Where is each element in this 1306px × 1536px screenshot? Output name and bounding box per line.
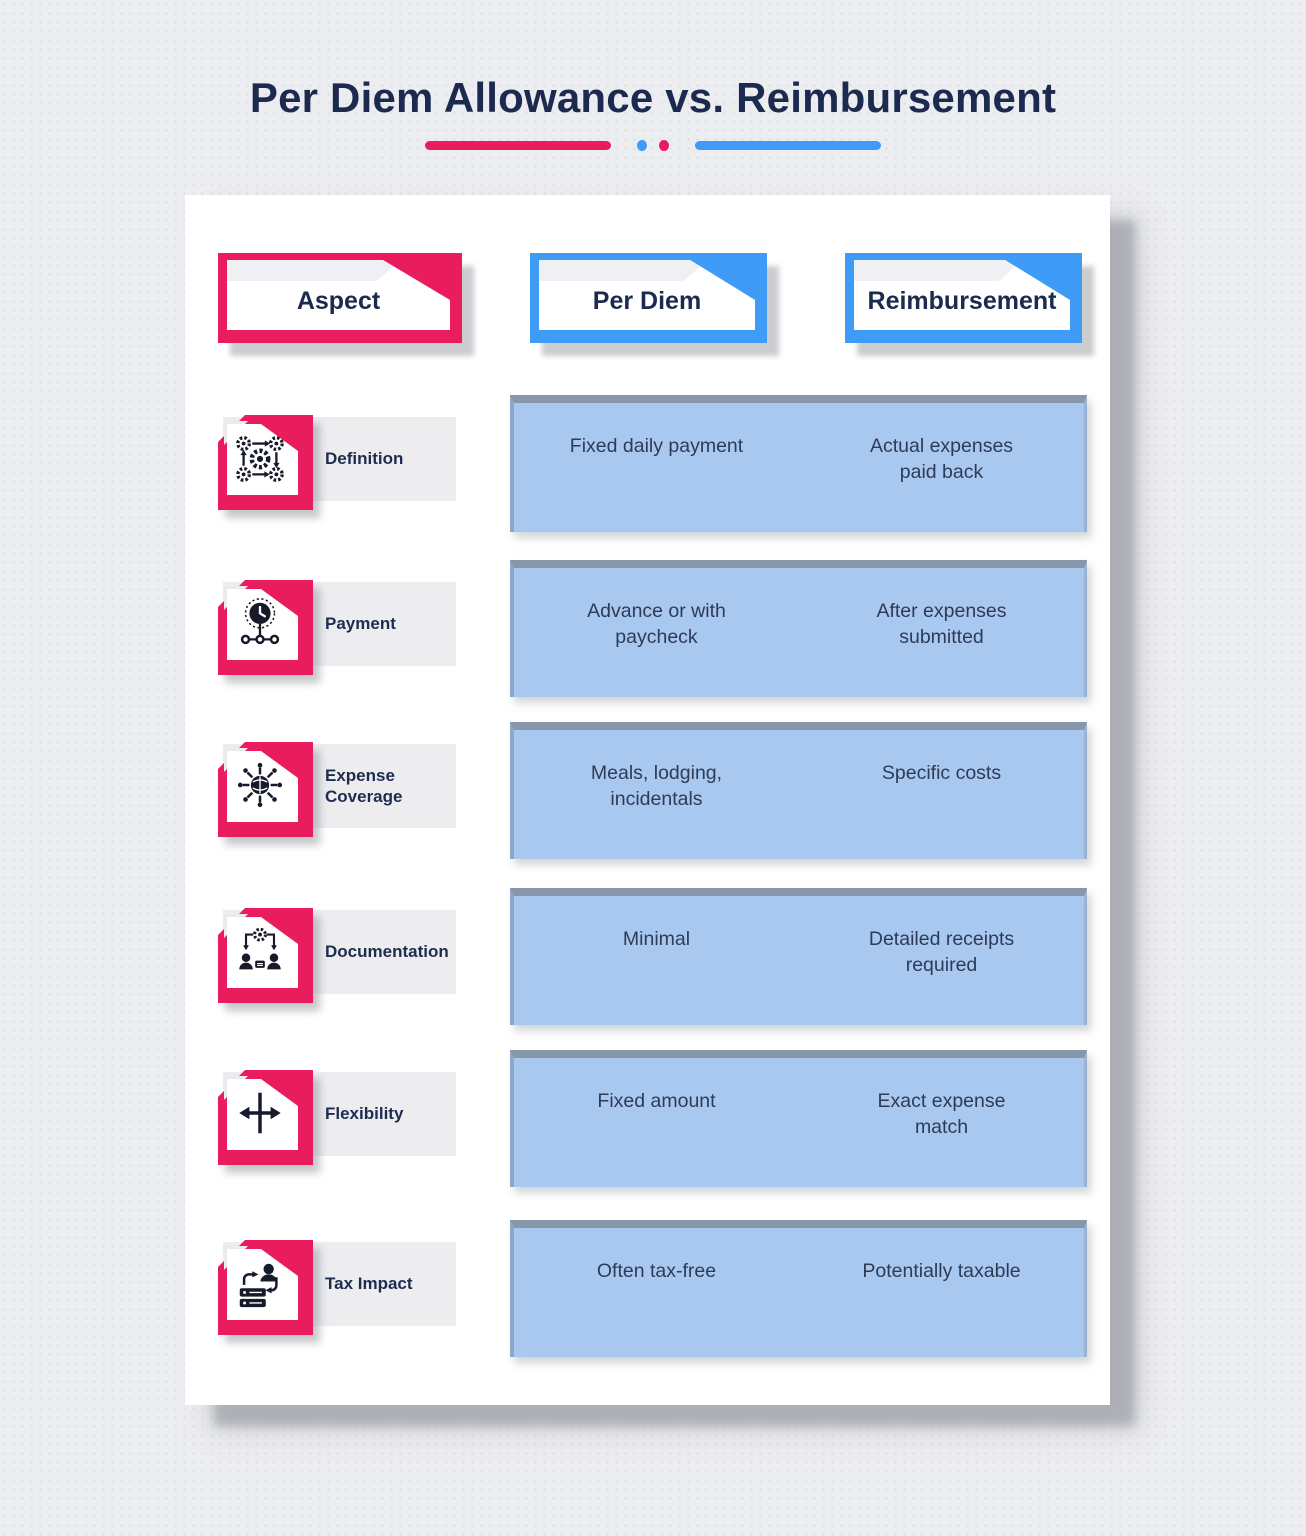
comparison-panel: Often tax-free Potentially taxable (510, 1220, 1087, 1357)
table-row: Documentation (185, 888, 1110, 1028)
reimbursement-value: Detailed receipts required (868, 928, 1015, 976)
divider-bar-blue (695, 141, 881, 150)
reimbursement-value: Actual expenses paid back (869, 435, 1014, 483)
header-flap (539, 260, 708, 281)
comparison-panel: Fixed amount Exact expense match (510, 1050, 1087, 1187)
table-row: Payment Advance or with paycheck (185, 560, 1110, 700)
table-row: Definition (185, 395, 1110, 535)
header-inner: Per Diem (539, 260, 755, 330)
aspect-label: Tax Impact (325, 1274, 413, 1294)
aspect-icon-tile (218, 908, 313, 1003)
table-row: Expense Coverage (185, 722, 1110, 862)
reimbursement-value: Specific costs (881, 762, 1002, 784)
aspect-label: Expense Coverage (325, 765, 403, 806)
person-database-icon (239, 1263, 278, 1308)
aspect-label: Documentation (325, 942, 449, 962)
divider-dot-pink (659, 140, 669, 151)
team-gear-icon (239, 927, 281, 970)
aspect-label: Payment (325, 614, 396, 634)
reimbursement-value: Exact expense match (877, 1090, 1006, 1138)
aspect-label: Flexibility (325, 1104, 404, 1124)
divider-dot-blue (637, 140, 647, 151)
header-flap (854, 260, 1023, 281)
divider-bar-pink (425, 141, 611, 150)
aspect-icon-tile (218, 1240, 313, 1335)
header-inner: Reimbursement (854, 260, 1070, 330)
aspect-label: Definition (325, 449, 404, 469)
table-row: Flexibility Fixed amount Exact expense m… (185, 1050, 1110, 1190)
per-diem-value: Fixed amount (597, 1090, 716, 1112)
aspect-icon-tile (218, 742, 313, 837)
clock-network-icon (240, 598, 280, 645)
header-flap (227, 260, 401, 281)
column-header-label: Aspect (296, 286, 381, 315)
column-header-label: Per Diem (592, 286, 702, 315)
per-diem-value: Advance or with paycheck (587, 600, 726, 648)
per-diem-value: Minimal (622, 928, 691, 950)
comparison-panel: Minimal Detailed receipts required (510, 888, 1087, 1025)
comparison-panel: Fixed daily payment Actual expenses paid… (510, 395, 1087, 532)
aspect-icon-tile (218, 1070, 313, 1165)
header-inner: Aspect (227, 260, 450, 330)
title-divider (0, 140, 1306, 151)
column-header-per-diem: Per Diem (530, 253, 767, 343)
page-title: Per Diem Allowance vs. Reimbursement (249, 74, 1057, 121)
move-arrows-icon (239, 1092, 281, 1134)
per-diem-value: Often tax-free (596, 1260, 717, 1282)
globe-hub-icon (237, 762, 283, 808)
comparison-panel: Meals, lodging, incidentals Specific cos… (510, 722, 1087, 859)
column-header-aspect: Aspect (218, 253, 462, 343)
aspect-icon-tile (218, 580, 313, 675)
column-header-label: Reimbursement (867, 286, 1057, 315)
per-diem-value: Meals, lodging, incidentals (590, 762, 723, 810)
comparison-panel: Advance or with paycheck After expenses … (510, 560, 1087, 697)
reimbursement-value: Potentially taxable (862, 1260, 1021, 1282)
reimbursement-value: After expenses submitted (876, 600, 1007, 648)
table-row: Tax Impact (185, 1220, 1110, 1360)
column-header-reimbursement: Reimbursement (845, 253, 1082, 343)
gears-process-icon (236, 436, 284, 482)
comparison-card: Aspect Per Diem Reimbursement Definition (185, 195, 1110, 1405)
per-diem-value: Fixed daily payment (569, 435, 744, 457)
aspect-icon-tile (218, 415, 313, 510)
